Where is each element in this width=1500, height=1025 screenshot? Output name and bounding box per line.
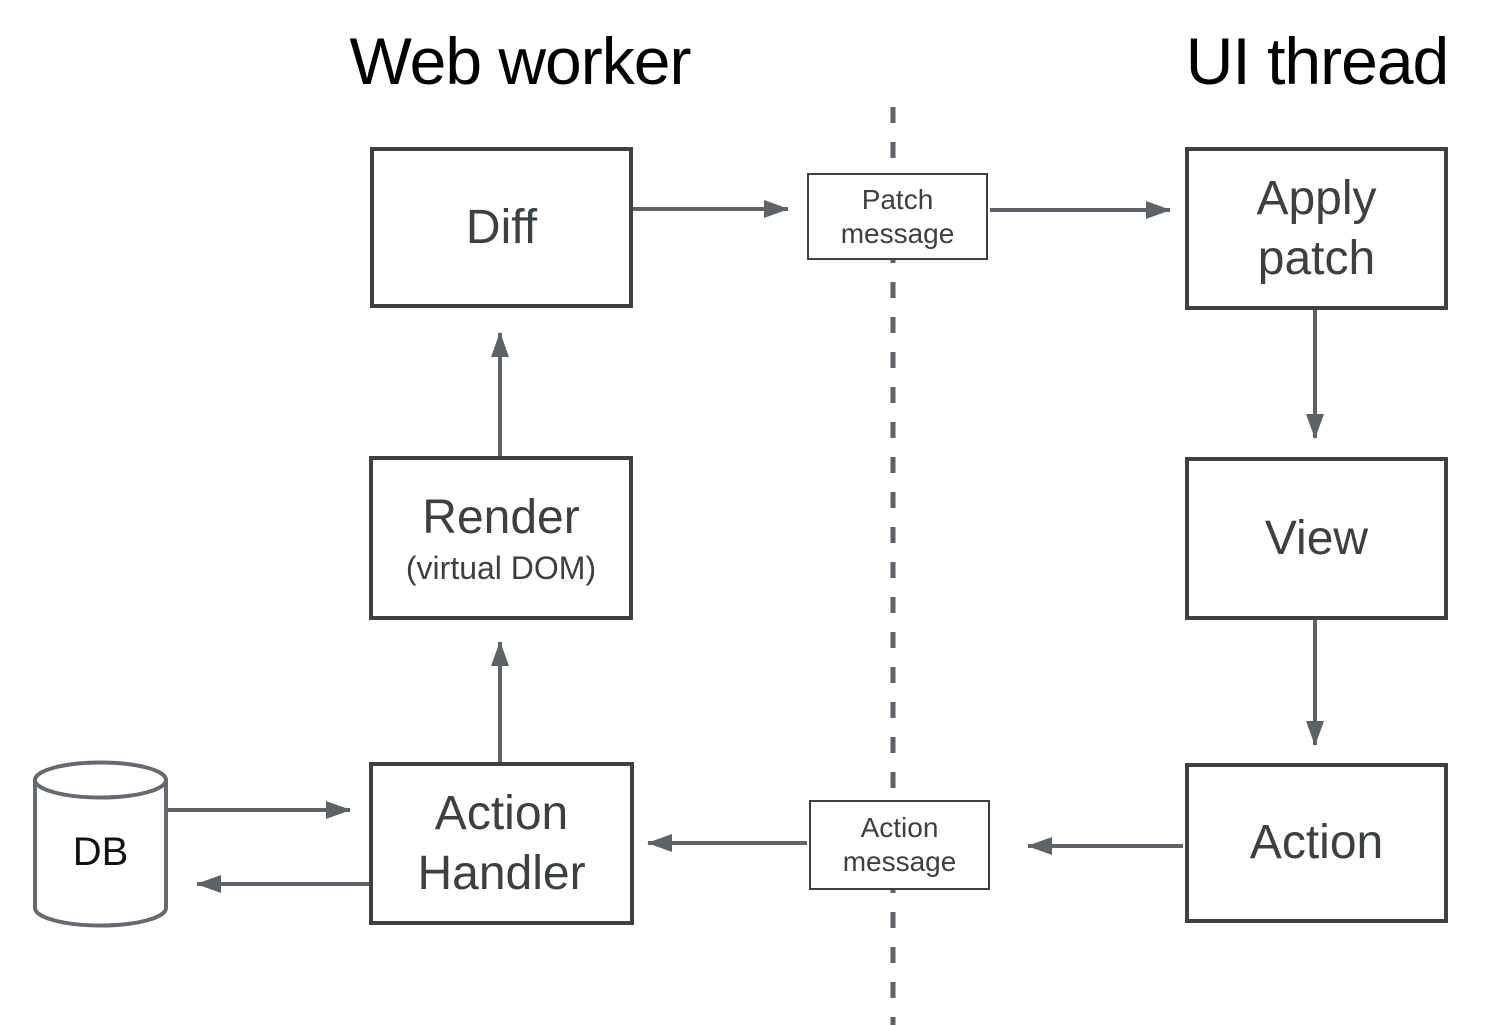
db-cylinder-icon (33, 760, 168, 928)
view-node: View (1185, 457, 1448, 620)
action-message-box: Action message (809, 800, 990, 890)
action-handler-label-line2: Handler (417, 846, 586, 900)
render-label: Render (422, 491, 580, 544)
apply-patch-label-line1: Apply (1256, 171, 1377, 225)
ui-thread-title: UI thread (1185, 24, 1449, 98)
action-message-label-line1: Action (860, 812, 939, 843)
action-handler-node: Action Handler (369, 762, 634, 925)
db-label: DB (72, 829, 129, 874)
view-label: View (1264, 511, 1369, 565)
action-message-label-line2: message (842, 846, 957, 877)
action-label: Action (1249, 816, 1384, 869)
patch-message-label-line2: message (840, 217, 955, 249)
diff-node: Diff (370, 147, 633, 308)
web-worker-title: Web worker (349, 24, 692, 98)
apply-patch-label-line2: patch (1257, 231, 1376, 285)
apply-patch-node: Apply patch (1185, 147, 1448, 310)
diff-label: Diff (465, 200, 538, 254)
action-node: Action (1185, 763, 1448, 923)
render-sublabel: (virtual DOM) (405, 550, 597, 586)
patch-message-box: Patch message (807, 173, 988, 260)
action-handler-label-line1: Action (434, 786, 569, 840)
render-node: Render (virtual DOM) (369, 456, 633, 620)
patch-message-label-line1: Patch (861, 183, 934, 215)
